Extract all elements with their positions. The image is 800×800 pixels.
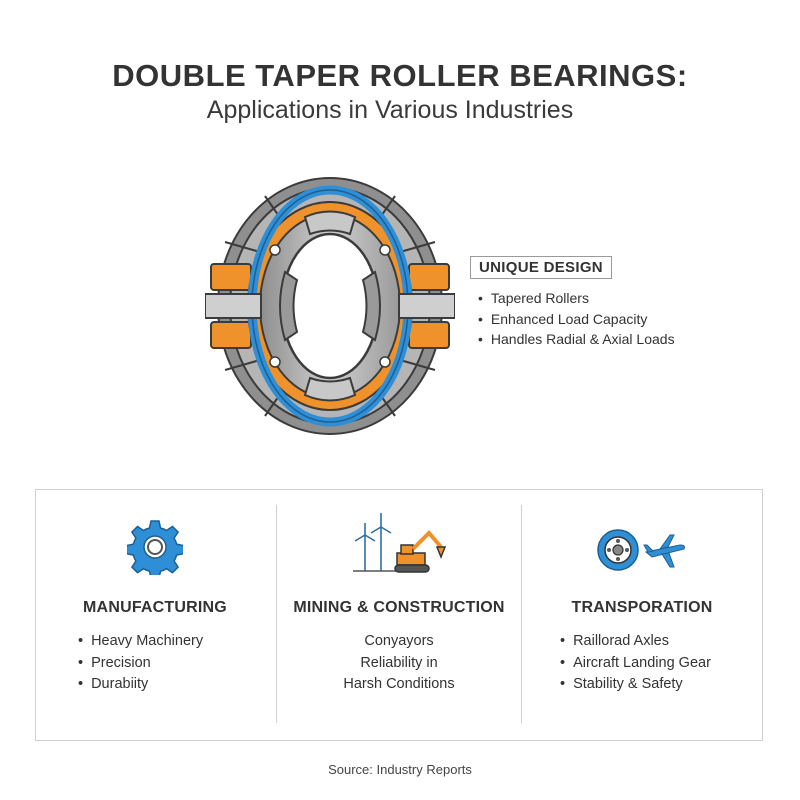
list-item: Stability & Safety (560, 674, 711, 696)
column-divider (276, 505, 277, 723)
list-item: Tapered Rollers (478, 288, 675, 309)
list-item: Enhanced Load Capacity (478, 309, 675, 330)
list-item: Heavy Machinery (78, 631, 203, 653)
section-manufacturing: MANUFACTURING Heavy Machinery Precision … (50, 500, 260, 696)
bearing-illustration (205, 177, 455, 435)
source-note: Source: Industry Reports (328, 762, 472, 777)
page-subtitle: Applications in Various Industries (206, 96, 574, 124)
wheel-airplane-icon (597, 529, 685, 571)
section-heading: TRANSPORATION (571, 599, 713, 616)
design-feature-list: Tapered Rollers Enhanced Load Capacity H… (478, 288, 675, 350)
list-item: Harsh Conditions (343, 676, 455, 692)
unique-design-label: UNIQUE DESIGN (470, 256, 612, 279)
tapered-rollers (210, 263, 450, 349)
list-item: Conyayors (364, 633, 434, 649)
industries-panel (35, 489, 763, 741)
section-heading: MINING & CONSTRUCTION (293, 599, 505, 616)
list-item: Aircraft Landing Gear (560, 653, 711, 675)
section-mining-construction: MINING & CONSTRUCTION Conyayors Reliabil… (282, 500, 516, 696)
column-divider (521, 505, 522, 723)
list-item: Reliability in (360, 654, 438, 671)
list-item: Precision (78, 653, 203, 675)
wind-turbine-excavator-icon (353, 513, 447, 573)
list-item: Handles Radial & Axial Loads (478, 329, 675, 350)
page-title: DOUBLE TAPER ROLLER BEARINGS: (112, 58, 688, 93)
list-item: Durabiity (78, 674, 203, 696)
list-item: Raillorad Axles (560, 631, 711, 653)
section-transportation: TRANSPORATION Raillorad Axles Aircraft L… (528, 500, 756, 696)
gear-icon (127, 520, 183, 575)
axle-stub (205, 293, 455, 319)
section-heading: MANUFACTURING (83, 599, 227, 616)
